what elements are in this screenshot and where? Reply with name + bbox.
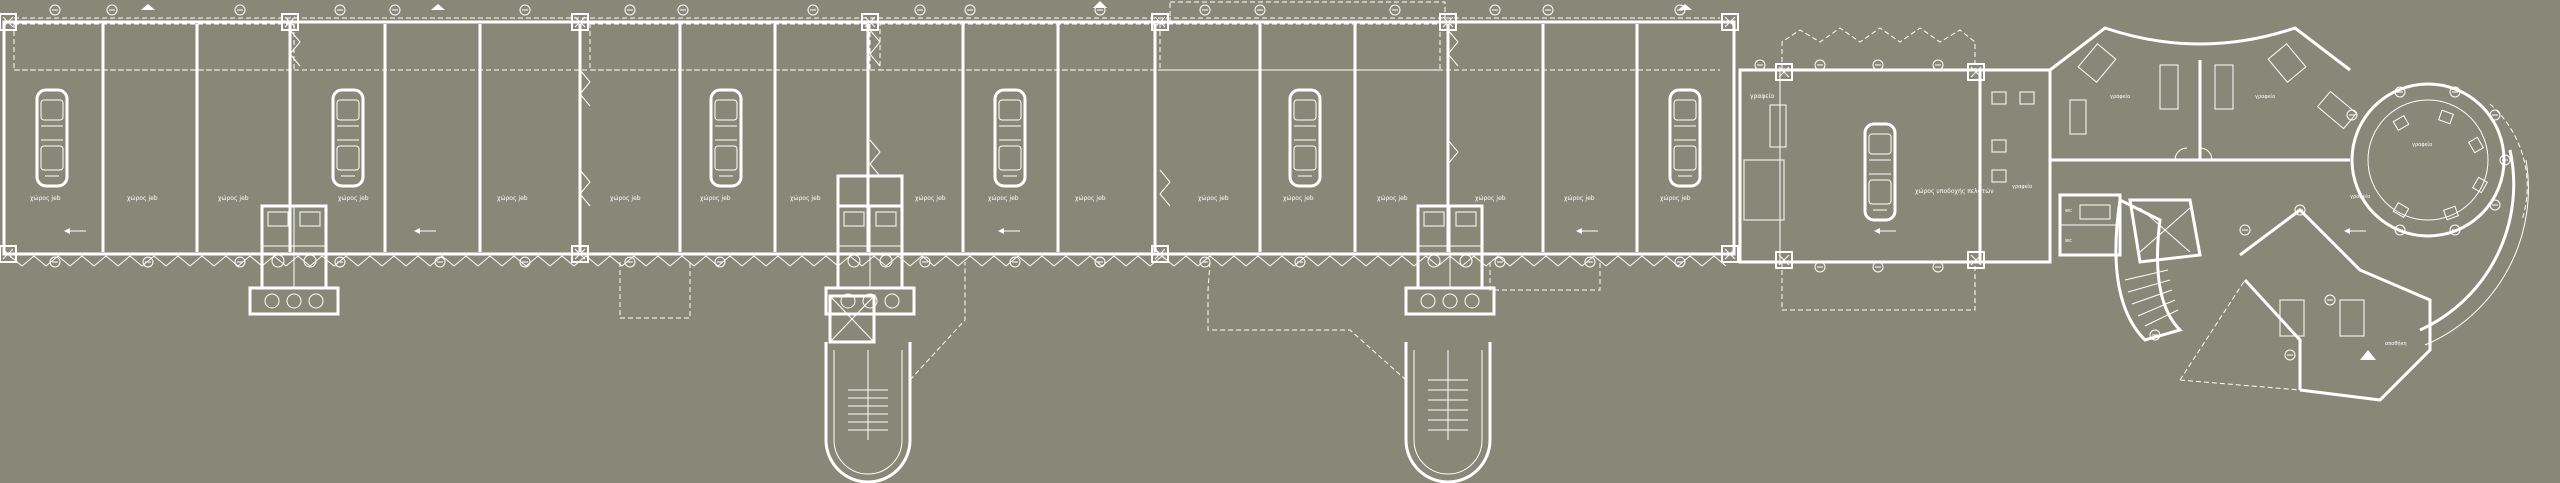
north-marker-icon [141,1,1692,10]
core-2 [824,174,966,483]
office-label: γραφείο [2350,193,2370,200]
office-label: γραφείο [2255,93,2275,100]
garage-label: χώρος jeb [1660,195,1691,202]
garage-label: χώρος jeb [700,195,731,202]
garage-label: χώρος jeb [1475,195,1506,202]
garage-label: χώρος jeb [218,195,249,202]
reception-label: γραφείο [1750,93,1775,100]
garage-block [0,1,2367,268]
room-label: αποθήκη [2385,340,2407,347]
office-label: γραφείο [2412,141,2432,148]
garage-label: χώρος jeb [127,195,158,202]
round-office: γραφείο γραφείο [2346,82,2529,346]
office-label: γραφείο [2012,183,2032,190]
garage-label: χώρος jeb [610,195,641,202]
core-3 [1207,204,1496,483]
garage-label: χώρος jeb [1564,195,1595,202]
garage-label: χώρος jeb [30,195,61,202]
garage-label: χώρος jeb [338,195,369,202]
reception-label: χώρος υποδοχής πελατών [1915,188,1994,195]
garage-label: χώρος jeb [790,195,821,202]
garage-label: χώρος jeb [915,195,946,202]
garage-label: χώρος jeb [1075,195,1106,202]
wc-label: wc [2065,238,2072,244]
garage-label: χώρος jeb [1283,195,1314,202]
garage-labels: χώρος jeb χώρος jeb χώρος jeb χώρος jeb … [30,195,1691,202]
wc-label: wc [2065,208,2072,214]
garage-label: χώρος jeb [988,195,1019,202]
garage-label: χώρος jeb [1377,195,1408,202]
reception-block: γραφείο χώρος υποδοχής πελατών [1738,27,1994,311]
core-1 [248,204,340,316]
garage-label: χώρος jeb [497,195,528,202]
garage-label: χώρος jeb [1198,195,1229,202]
curved-stair: wc wc αποθήκη [2058,193,2432,402]
office-label: γραφείο [2110,93,2130,100]
office-wing: γραφείο γραφείο γραφείο [1978,26,2358,264]
